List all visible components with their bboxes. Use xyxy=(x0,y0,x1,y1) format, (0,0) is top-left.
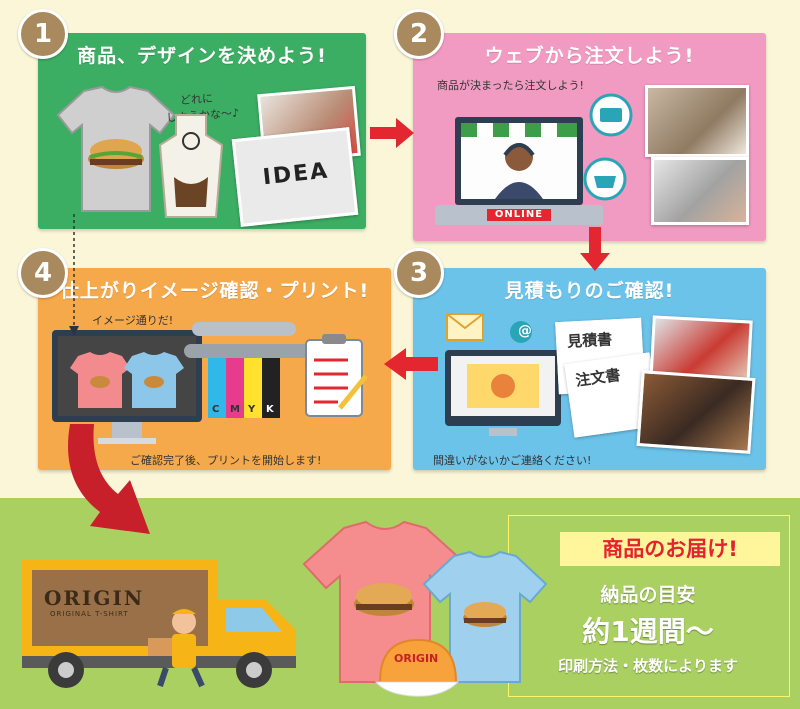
order-doc-title: 注文書 xyxy=(574,365,622,390)
truck-brand: ORIGIN xyxy=(44,586,145,610)
shopping-basket-icon xyxy=(583,157,627,201)
arrow-down-icon xyxy=(580,227,610,271)
apron-illustration xyxy=(158,114,224,218)
step-1-badge: 1 xyxy=(18,9,68,59)
step-3-panel: 見積もりのご確認! @ 見積書 注文書 間違いがないかご連絡ください! xyxy=(413,268,766,470)
cmyk-k: K xyxy=(266,404,274,415)
step-2-note: 商品が決まったら注文しよう! xyxy=(437,79,584,92)
shop-sign: ONLINE xyxy=(494,209,544,220)
desk-photo xyxy=(636,370,756,454)
cmyk-c: C xyxy=(212,404,220,415)
step-3-note: 間違いがないかご連絡ください! xyxy=(433,454,592,467)
step-2-panel: ウェブから注文しよう! 商品が決まったら注文しよう! ONLINE xyxy=(413,33,766,241)
preview-monitor xyxy=(52,330,202,444)
step-2-badge: 2 xyxy=(394,9,444,59)
checklist-clipboard-icon xyxy=(305,334,368,417)
cap-illustration xyxy=(374,638,460,697)
step-1-note-line1: どれに xyxy=(179,91,214,108)
cmyk-m: M xyxy=(230,404,240,415)
at-sign-icon: @ xyxy=(518,323,532,339)
delivery-period: 約1週間〜 xyxy=(582,615,714,648)
printer-rollers xyxy=(184,322,310,418)
delivery-note: 印刷方法・枚数によります xyxy=(558,657,738,675)
truck-subtitle: ORIGINAL T-SHIRT xyxy=(50,610,129,618)
dotted-connector xyxy=(69,214,79,336)
step-2-title: ウェブから注文しよう! xyxy=(484,45,695,67)
estimate-monitor xyxy=(445,313,561,436)
credit-card-icon xyxy=(589,93,633,137)
delivery-truck xyxy=(22,560,296,688)
step-1-panel: 商品、デザインを決めよう! どれに しようかな〜♪ IDEA xyxy=(38,33,366,229)
cmyk-y: Y xyxy=(248,404,256,415)
idea-text: IDEA xyxy=(261,158,331,191)
step-4-title: 仕上がりイメージ確認・プリント! xyxy=(59,280,370,302)
delivery-title: 商品のお届け! xyxy=(560,532,780,566)
estimate-doc-title: 見積書 xyxy=(566,330,613,351)
step-4-note-top: イメージ通りだ! xyxy=(92,314,174,327)
laptop-typing-photo xyxy=(645,85,749,157)
tshirt-illustration xyxy=(56,85,176,212)
blue-tshirt xyxy=(422,550,548,683)
arrow-left-icon xyxy=(384,348,438,380)
card-payment-photo xyxy=(651,157,749,225)
step-4-panel: 仕上がりイメージ確認・プリント! イメージ通りだ! C M Y K ご確認完了後… xyxy=(38,268,391,470)
delivery-label: 納品の目安 xyxy=(600,584,696,606)
curved-down-arrow-icon xyxy=(68,424,150,534)
step-4-badge: 4 xyxy=(18,248,68,298)
step-1-title: 商品、デザインを決めよう! xyxy=(77,45,327,67)
step-4-note-bottom: ご確認完了後、プリントを開始します! xyxy=(130,454,322,467)
idea-sketch-photo: IDEA xyxy=(231,127,359,227)
step-3-title: 見積もりのご確認! xyxy=(504,280,675,302)
step-3-badge: 3 xyxy=(394,248,444,298)
cap-text: ORIGIN xyxy=(394,652,439,665)
arrow-right-icon xyxy=(370,118,414,148)
online-shop-laptop xyxy=(435,117,603,225)
